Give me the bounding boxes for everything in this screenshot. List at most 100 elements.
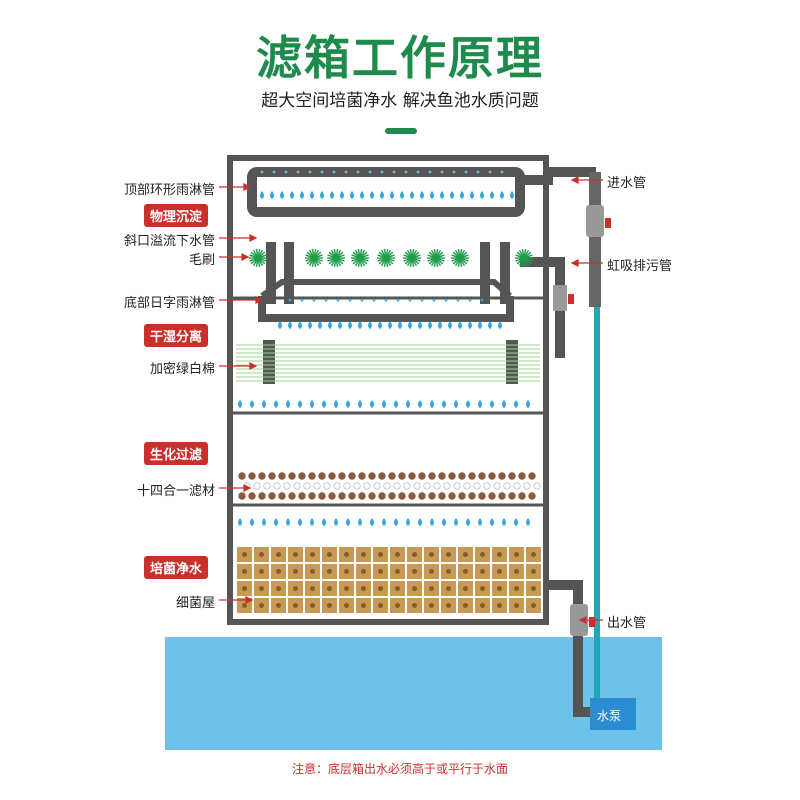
bacteria-block-hole bbox=[293, 586, 298, 591]
pipe-hole bbox=[296, 170, 300, 174]
pond-water bbox=[165, 637, 662, 750]
water-drop bbox=[288, 321, 292, 329]
media-bead bbox=[408, 472, 416, 480]
water-drop bbox=[442, 518, 446, 526]
water-drop bbox=[430, 518, 434, 526]
pipe-hole bbox=[324, 298, 328, 302]
bacteria-block-hole bbox=[378, 569, 383, 574]
bacteria-block-hole bbox=[361, 569, 366, 574]
brush bbox=[249, 249, 267, 267]
media-bead bbox=[478, 492, 486, 500]
media-bead bbox=[358, 472, 366, 480]
water-drop bbox=[346, 400, 350, 408]
brush-bristle bbox=[523, 254, 533, 259]
pipe-hole bbox=[480, 298, 484, 302]
drops-row-media bbox=[238, 518, 530, 526]
media-bead bbox=[438, 492, 446, 500]
water-drop bbox=[370, 191, 374, 199]
inlet-pipe-connector bbox=[520, 167, 596, 185]
water-drop bbox=[346, 518, 350, 526]
pipe-hole bbox=[432, 298, 436, 302]
water-drop bbox=[440, 191, 444, 199]
label-overflow-pipe: 斜口溢流下水管 bbox=[123, 234, 215, 249]
water-drop bbox=[478, 321, 482, 329]
media-bead bbox=[253, 482, 261, 490]
pipe-hole bbox=[416, 170, 420, 174]
water-drop bbox=[478, 400, 482, 408]
label-top-ring-pipe: 顶部环形雨淋管 bbox=[123, 183, 215, 198]
bacteria-block-hole bbox=[395, 603, 400, 608]
water-drop bbox=[510, 191, 514, 199]
siphon-valve-handle bbox=[568, 294, 574, 304]
media-bead bbox=[298, 472, 306, 480]
bacteria-block-hole bbox=[276, 603, 281, 608]
water-drop bbox=[410, 191, 414, 199]
media-bead bbox=[423, 482, 431, 490]
media-bead bbox=[368, 492, 376, 500]
pipe-hole bbox=[272, 170, 276, 174]
top-ring-pipe-holes bbox=[260, 170, 504, 174]
media-bead bbox=[478, 472, 486, 480]
bacteria-block-hole bbox=[514, 603, 519, 608]
media-bead bbox=[418, 492, 426, 500]
water-drop bbox=[500, 191, 504, 199]
media-bead bbox=[268, 472, 276, 480]
media-bead bbox=[258, 492, 266, 500]
media-bead bbox=[288, 492, 296, 500]
water-drop bbox=[238, 518, 242, 526]
brush-bristle bbox=[313, 254, 323, 259]
water-drop bbox=[514, 518, 518, 526]
brush bbox=[403, 249, 421, 267]
media-bead bbox=[488, 472, 496, 480]
pipe-hole bbox=[404, 170, 408, 174]
bacteria-block-hole bbox=[395, 586, 400, 591]
media-bead bbox=[473, 482, 481, 490]
pipe-hole bbox=[300, 298, 304, 302]
water-drop bbox=[430, 191, 434, 199]
media-bead bbox=[338, 472, 346, 480]
water-drop bbox=[526, 518, 530, 526]
water-drop bbox=[310, 191, 314, 199]
brush-bristle bbox=[435, 254, 445, 259]
overflow-pipe-left bbox=[266, 242, 276, 304]
brush bbox=[427, 249, 445, 267]
media-bead bbox=[508, 472, 516, 480]
bacteria-block-hole bbox=[514, 586, 519, 591]
media-bead bbox=[263, 482, 271, 490]
bacteria-block-hole bbox=[412, 603, 417, 608]
media-bead bbox=[238, 492, 246, 500]
pipe-hole bbox=[392, 170, 396, 174]
label-inlet-pipe: 进水管 bbox=[607, 176, 647, 191]
water-drop bbox=[250, 400, 254, 408]
water-drop bbox=[390, 191, 394, 199]
brush bbox=[305, 249, 323, 267]
water-drop bbox=[360, 191, 364, 199]
media-bead bbox=[378, 492, 386, 500]
drops-row-top bbox=[260, 191, 514, 199]
media-bead bbox=[518, 492, 526, 500]
bacteria-block-hole bbox=[361, 586, 366, 591]
media-bead bbox=[528, 472, 536, 480]
pipe-hole bbox=[336, 298, 340, 302]
page-subtitle: 超大空间培菌净水 解决鱼池水质问题 bbox=[261, 91, 539, 111]
pipe-hole bbox=[308, 170, 312, 174]
water-drop bbox=[358, 518, 362, 526]
media-bead bbox=[443, 482, 451, 490]
badge-bio-filtration: 生化过滤 bbox=[144, 442, 209, 465]
water-drop bbox=[238, 400, 242, 408]
bacteria-block-hole bbox=[514, 569, 519, 574]
bacteria-block-hole bbox=[310, 603, 315, 608]
water-drop bbox=[358, 321, 362, 329]
media-bead bbox=[388, 492, 396, 500]
overflow-pipe-right2 bbox=[500, 242, 510, 304]
media-bead bbox=[373, 482, 381, 490]
water-drop bbox=[358, 400, 362, 408]
water-drop bbox=[320, 191, 324, 199]
brush bbox=[451, 249, 469, 267]
water-drop bbox=[348, 321, 352, 329]
bacteria-block-hole bbox=[497, 569, 502, 574]
water-drop bbox=[478, 518, 482, 526]
drops-row-bio bbox=[238, 400, 530, 408]
bacteria-block-hole bbox=[242, 603, 247, 608]
pipe-hole bbox=[456, 298, 460, 302]
